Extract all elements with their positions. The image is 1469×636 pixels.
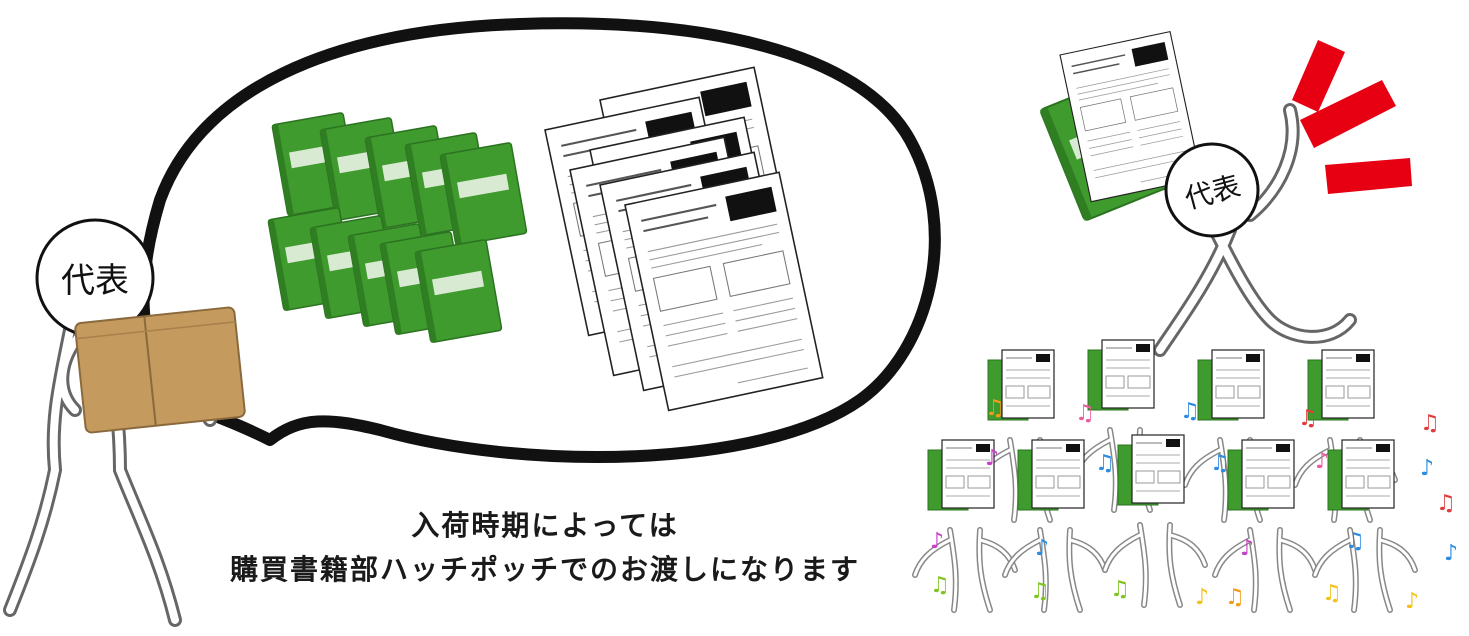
speech-bubble [137,17,941,464]
music-note-icon: ♫ [1225,585,1245,610]
music-note-icon: ♫ [930,573,950,598]
music-note-icon: ♪ [1035,536,1049,561]
music-note-icon: ♫ [1298,406,1318,431]
celebrating-crowd [915,340,1415,610]
music-notes: ♫ ♫ ♫ ♫ ♫ ♪ ♫ ♫ ♪ ♪ ♫ ♪ ♪ ♪ ♫ ♪ ♫ ♫ ♫ ♪ … [930,396,1458,614]
representative-left: 代表 [3,218,246,627]
crowd-person [1005,440,1105,610]
music-note-icon: ♪ [1420,456,1434,481]
music-note-icon: ♫ [1075,401,1095,426]
music-note-icon: ♫ [1345,529,1365,554]
music-note-icon: ♫ [1110,577,1130,602]
representative-head [1164,142,1260,238]
book-icon [439,141,528,247]
caption-line-1: 入荷時期によっては [411,509,679,542]
cardboard-box-icon [74,306,246,434]
music-note-icon: ♪ [1195,585,1209,610]
music-note-icon: ♪ [985,446,999,471]
representative-label: 代表 [61,261,129,301]
music-note-icon: ♪ [930,529,944,554]
music-note-icon: ♫ [1095,451,1115,476]
music-note-icon: ♪ [1315,449,1329,474]
music-note-icon: ♫ [1436,491,1456,516]
caption-line-2: 購買書籍部ハッチポッチでのお渡しになります [229,553,860,586]
music-note-icon: ♪ [1240,536,1254,561]
music-note-icon: ♫ [1210,451,1230,476]
alert-lines-icon [1292,40,1412,194]
music-note-icon: ♫ [1420,411,1440,436]
book-icon [414,238,503,344]
music-note-icon: ♫ [1180,399,1200,424]
music-note-icon: ♫ [1322,581,1342,606]
music-note-icon: ♪ [1405,589,1419,614]
music-note-icon: ♫ [985,396,1005,421]
music-note-icon: ♪ [1444,541,1458,566]
representative-right: 代表 [1039,30,1357,357]
music-note-icon: ♫ [1030,579,1050,604]
